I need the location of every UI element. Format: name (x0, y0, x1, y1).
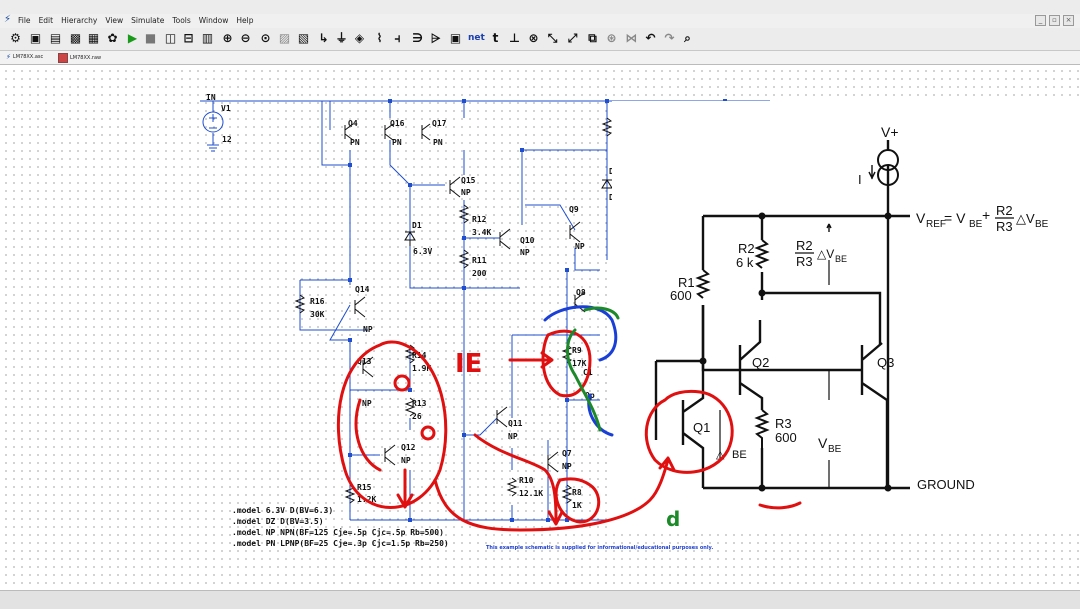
menu-file[interactable]: File (18, 16, 31, 25)
tab-label: LM78XX.asc (12, 54, 44, 60)
tile-icon[interactable]: ◫ (164, 31, 177, 45)
toolbar: ⚙ ▣ ▤ ▩ ▦ ✿ ▶ ■ ◫ ⊟ ▥ ⊕ ⊖ ⊙ ▨ ▧ ↳ ⏚ ◈ ⌇ … (0, 28, 1080, 51)
minimize-icon[interactable]: _ (1035, 15, 1046, 26)
menu-hierarchy[interactable]: Hierarchy (61, 16, 98, 25)
cascade-icon[interactable]: ⊟ (183, 31, 194, 45)
title-strip (0, 0, 1080, 14)
tab-label: LM78XX.raw (70, 55, 102, 61)
schematic-tab-icon: ⚡ (6, 53, 11, 61)
diode-icon[interactable]: ⩥ (430, 31, 441, 45)
capacitor-icon[interactable]: ⫞ (394, 31, 401, 45)
control-panel-icon[interactable]: ✿ (107, 31, 118, 45)
paste-icon[interactable]: ⧉ (588, 31, 597, 45)
wire-icon[interactable]: ↳ (318, 31, 329, 45)
component-icon[interactable]: ▣ (449, 31, 462, 45)
text-icon[interactable]: t (492, 31, 499, 45)
resistor-icon[interactable]: ⌇ (376, 31, 383, 45)
menu-window[interactable]: Window (198, 16, 229, 25)
restore-icon[interactable]: ▫ (1049, 15, 1060, 26)
print-icon[interactable]: ▦ (87, 31, 100, 45)
folder-icon[interactable]: ▤ (49, 31, 62, 45)
netname-icon[interactable]: net (468, 33, 485, 43)
zoom-fit-icon[interactable]: ⊙ (260, 31, 271, 45)
close-icon[interactable]: × (1063, 15, 1074, 26)
save-icon[interactable]: ▩ (69, 31, 82, 45)
zoom-in-icon[interactable]: ⊕ (222, 31, 233, 45)
rotate-icon[interactable]: ⋈ (625, 31, 638, 45)
tab-schematic[interactable]: ⚡ LM78XX.asc (6, 53, 43, 61)
delete-icon[interactable]: ⊗ (528, 31, 539, 45)
menu-simulate[interactable]: Simulate (131, 16, 165, 25)
autorange-icon[interactable]: ▨ (278, 31, 291, 45)
mirror-icon[interactable]: ⊛ (606, 31, 617, 45)
move-icon[interactable]: ⤡ (547, 31, 558, 45)
drag-icon[interactable]: ⤢ (567, 31, 578, 45)
stop-icon[interactable]: ■ (144, 31, 157, 45)
status-bar (0, 590, 1080, 609)
document-tabs: ⚡ LM78XX.asc LM78XX.raw (0, 51, 1080, 65)
find-icon[interactable]: ⌕ (684, 31, 691, 45)
app-logo-icon: ⚡ (4, 14, 12, 25)
menu-edit[interactable]: Edit (38, 16, 54, 25)
label-icon[interactable]: ◈ (354, 31, 365, 45)
undo-icon[interactable]: ↶ (645, 31, 656, 45)
inductor-icon[interactable]: ∋ (412, 31, 423, 45)
redo-icon[interactable]: ↷ (664, 31, 675, 45)
schematic-canvas[interactable] (0, 65, 1080, 590)
menu-help[interactable]: Help (236, 16, 254, 25)
window-icon[interactable]: ▥ (201, 31, 214, 45)
menu-tools[interactable]: Tools (172, 16, 191, 25)
menu-view[interactable]: View (105, 16, 124, 25)
open-icon[interactable]: ▣ (29, 31, 42, 45)
menu-bar: ⚡ File Edit Hierarchy View Simulate Tool… (0, 14, 1080, 28)
waveform-tab-icon (58, 53, 68, 63)
ground-icon[interactable]: ⏚ (335, 31, 348, 45)
run-icon[interactable]: ▶ (127, 31, 138, 45)
spice-directive-icon[interactable]: ⊥ (509, 31, 520, 45)
tab-waveform[interactable]: LM78XX.raw (58, 53, 101, 63)
zoom-out-icon[interactable]: ⊖ (240, 31, 251, 45)
waveform-icon[interactable]: ▧ (297, 31, 310, 45)
gear-icon[interactable]: ⚙ (10, 31, 21, 45)
